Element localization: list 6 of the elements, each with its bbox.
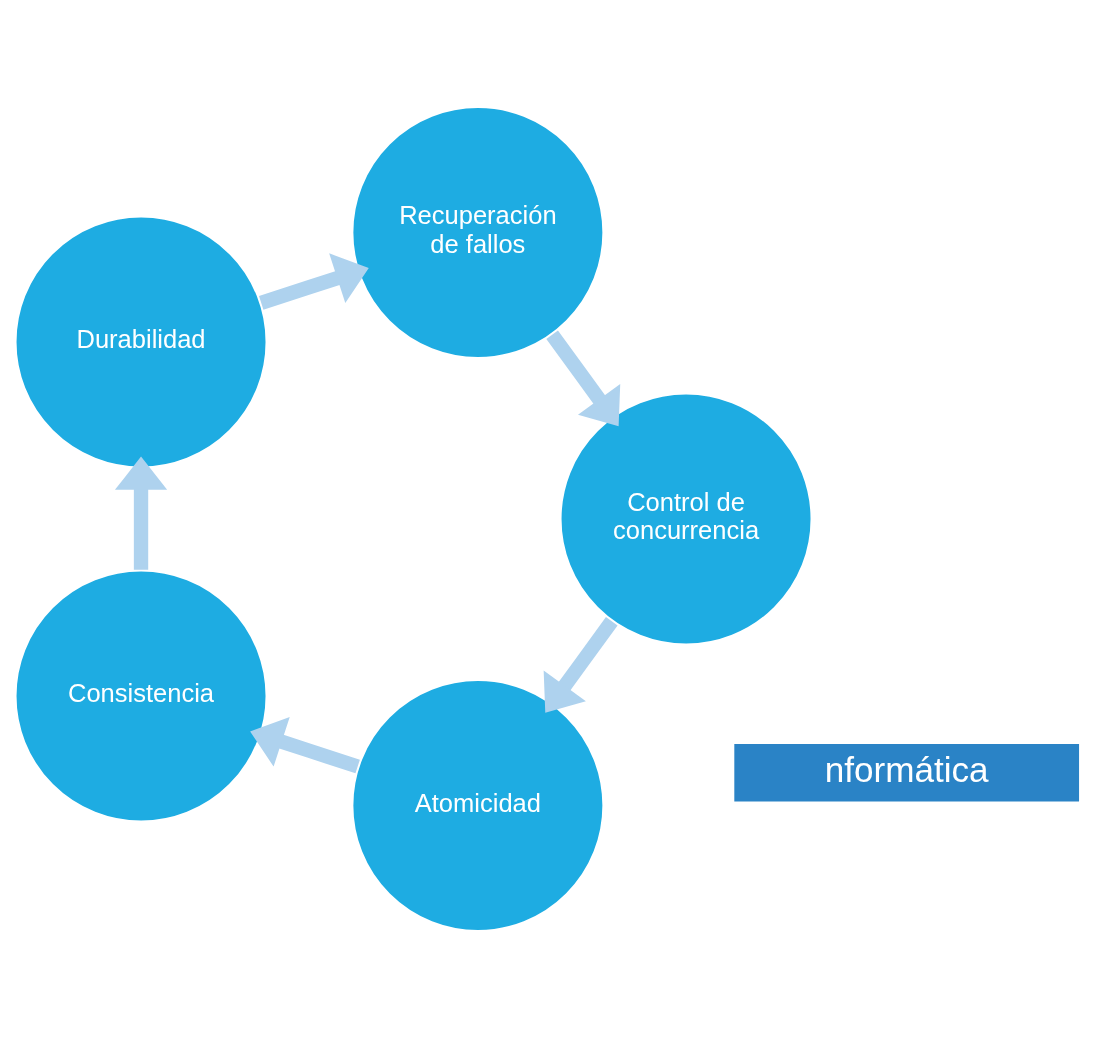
arrow (543, 616, 618, 713)
arrow (259, 252, 369, 310)
label: nformática (824, 749, 989, 789)
arrow (250, 716, 360, 773)
arrow (546, 329, 621, 426)
arrow (114, 456, 168, 570)
